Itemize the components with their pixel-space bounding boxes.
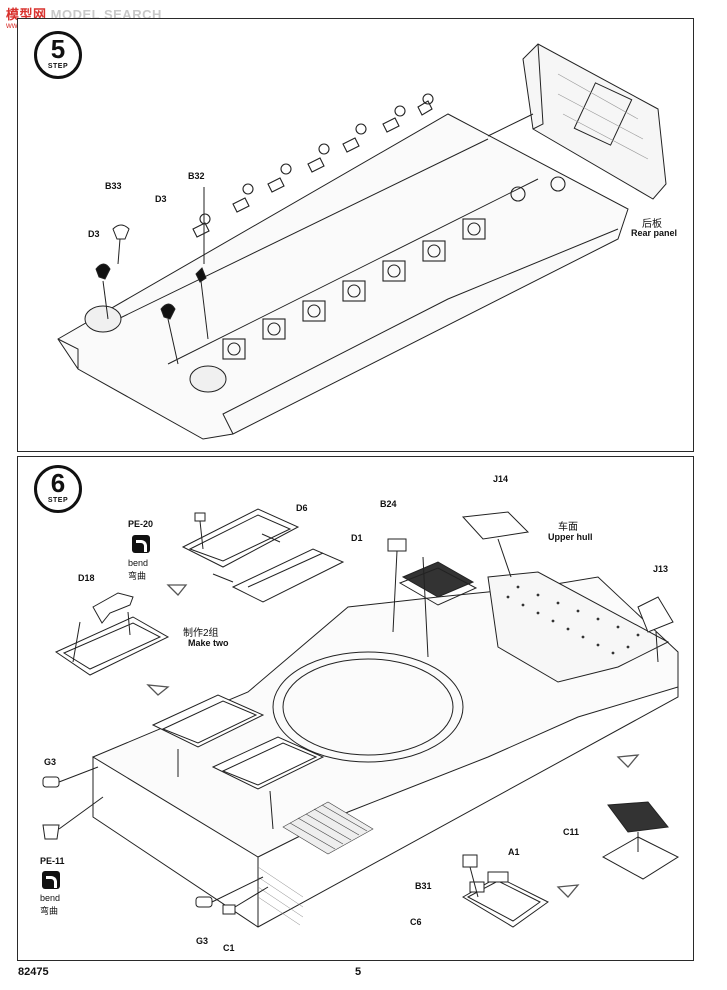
label-c1: C1 (223, 943, 235, 953)
label-g3-top: G3 (44, 757, 57, 767)
make-two-label-cn: 制作2组 (183, 628, 219, 639)
label-b32: B32 (188, 171, 205, 181)
label-d3-lower: D3 (88, 229, 100, 239)
upper-hull-label-cn: 车面 (558, 522, 578, 533)
step5-drawing (57, 43, 667, 440)
label-b24: B24 (380, 499, 397, 509)
upper-hull-label-en: Upper hull (548, 532, 593, 542)
label-d1: D1 (351, 533, 363, 543)
label-c6: C6 (410, 917, 422, 927)
step5-panel: 5 STEP B33 D3 B32 D3 后板 Rear panel (17, 18, 694, 452)
label-pe11: PE-11 (40, 856, 65, 866)
step5-number: 5 (50, 34, 66, 64)
label-b33: B33 (105, 181, 122, 191)
label-pe20: PE-20 (128, 519, 154, 529)
bend-icon-pe11 (42, 871, 60, 889)
label-g3-bottom: G3 (196, 936, 209, 946)
label-j14: J14 (493, 474, 509, 484)
rear-panel-label-cn: 后板 (642, 219, 662, 230)
step5-word: STEP (47, 63, 69, 70)
step6-panel: 6 STEP PE-20 bend 弯曲 D6 D1 D18 制作2组 Make… (17, 456, 694, 961)
bend-label-en-pe11: bend (40, 893, 61, 903)
step6-number: 6 (50, 468, 66, 498)
label-b31: B31 (415, 881, 432, 891)
step6-word: STEP (47, 497, 69, 504)
label-a1: A1 (508, 847, 520, 857)
catalog-number: 82475 (18, 966, 49, 978)
rear-panel-label-en: Rear panel (631, 228, 678, 238)
label-c11: C11 (563, 827, 580, 837)
bend-label-cn-pe11: 弯曲 (40, 906, 59, 916)
page-number: 5 (355, 966, 362, 978)
step6-drawing (42, 508, 680, 928)
label-j13: J13 (653, 564, 669, 574)
label-d6: D6 (296, 503, 308, 513)
step5-badge: 5 STEP (34, 31, 82, 79)
label-d18: D18 (78, 573, 95, 583)
bend-label-en: bend (128, 558, 149, 568)
step6-badge: 6 STEP (34, 465, 82, 513)
make-two-label-en: Make two (188, 638, 229, 648)
bend-icon (132, 535, 150, 553)
label-d3-upper: D3 (155, 194, 167, 204)
bend-label-cn: 弯曲 (128, 571, 147, 581)
